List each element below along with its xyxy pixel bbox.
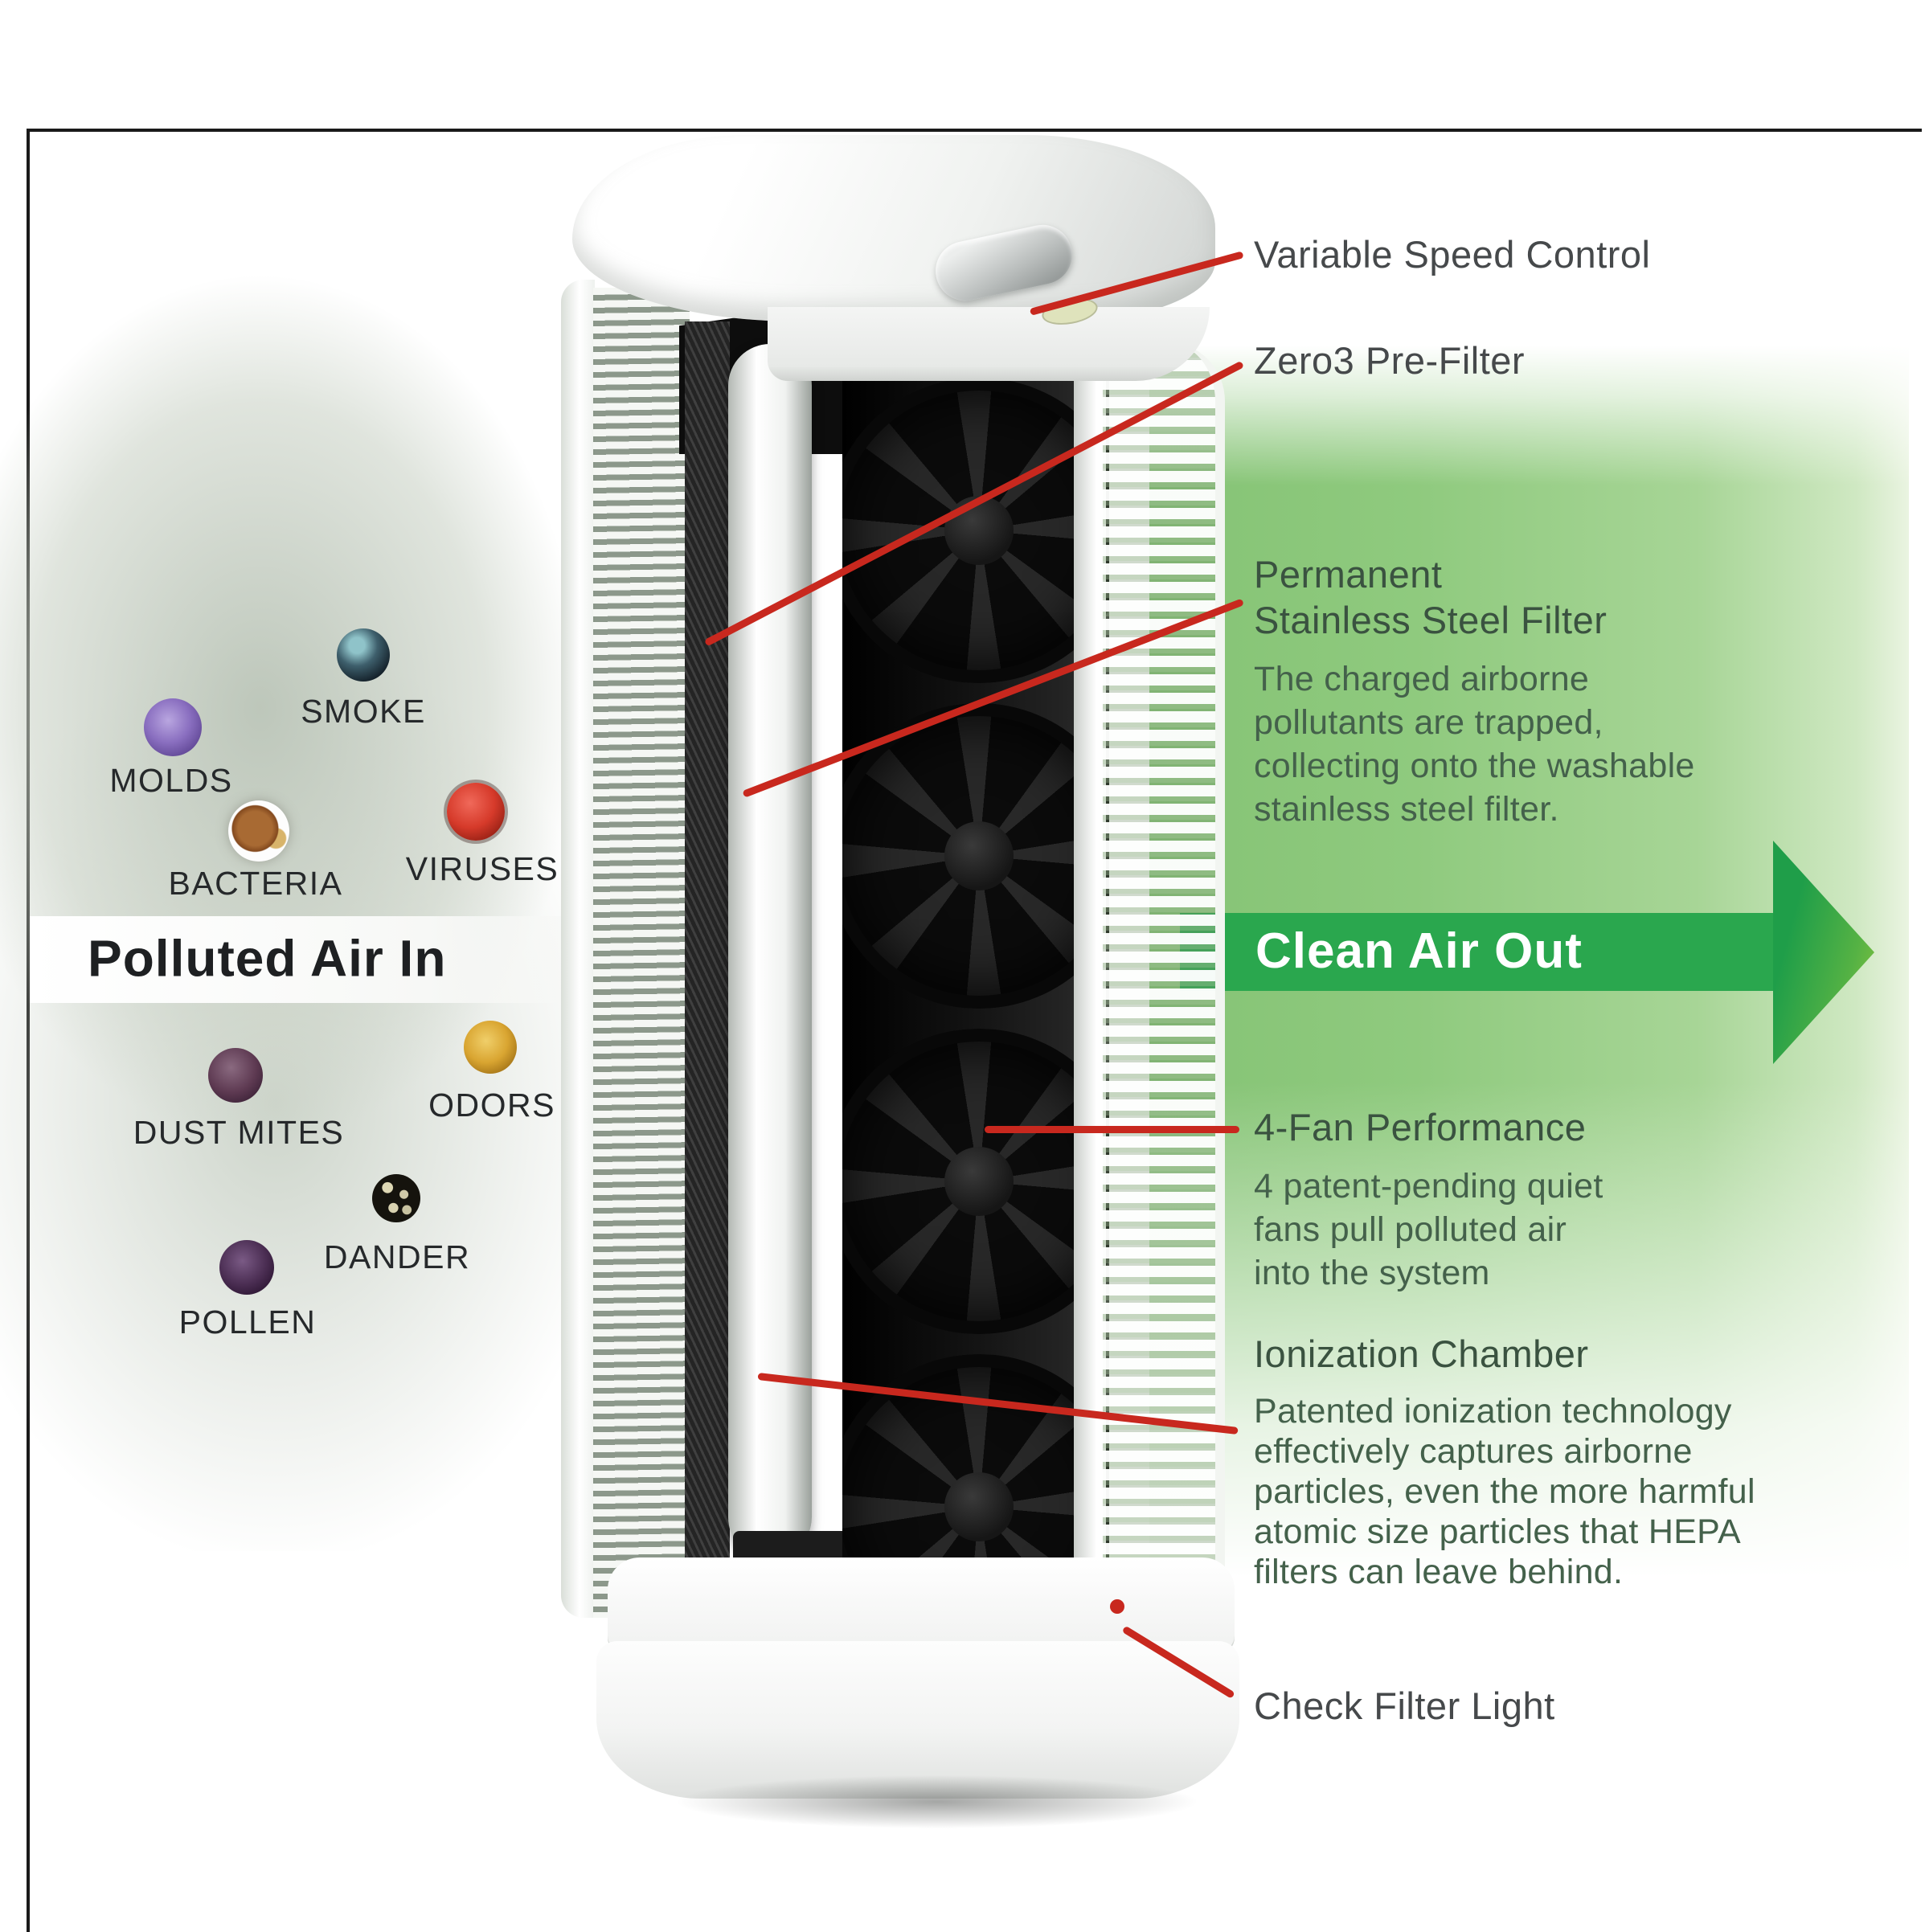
odors-particle-icon — [464, 1021, 517, 1074]
purifier-right-grille — [1103, 342, 1225, 1627]
bacteria-particle-icon — [228, 800, 289, 862]
callout-title: Variable Speed Control — [1254, 233, 1651, 276]
purifier-base — [596, 1641, 1239, 1799]
callout-ionization: Ionization Chamber Patented ionization t… — [1254, 1331, 1921, 1592]
viruses-particle-icon — [447, 783, 505, 841]
callout-title: Zero3 Pre-Filter — [1254, 339, 1526, 382]
purifier-ionization-tube — [728, 344, 812, 1559]
fan-icon — [842, 703, 1109, 1009]
leader-line-four-fan — [985, 1126, 1239, 1133]
purifier-top-neck — [768, 307, 1210, 381]
dander-particle-icon — [372, 1174, 420, 1222]
purifier-left-grille — [593, 288, 690, 1618]
clean-air-out-label: Clean Air Out — [1255, 923, 1583, 979]
purifier-left-rim — [561, 280, 595, 1618]
callout-title: Check Filter Light — [1254, 1684, 1555, 1727]
callout-variable-speed: Variable Speed Control — [1254, 231, 1921, 277]
pollutant-label-dander: DANDER — [323, 1238, 471, 1275]
polluted-air-in-band: Polluted Air In — [30, 916, 599, 1003]
check-filter-led-icon — [1110, 1599, 1124, 1614]
callout-zero3-pre-filter: Zero3 Pre-Filter — [1254, 338, 1921, 383]
purifier-pre-filter-mesh — [685, 321, 730, 1579]
callout-four-fan: 4-Fan Performance 4 patent-pending quiet… — [1254, 1104, 1921, 1295]
pollutant-label-odors: ODORS — [428, 1087, 555, 1124]
pollutant-label-dust-mites: DUST MITES — [133, 1114, 345, 1151]
purifier-top-cap — [572, 135, 1215, 321]
pollutant-label-viruses: VIRUSES — [405, 850, 559, 887]
molds-particle-icon — [144, 698, 202, 756]
pollutant-label-bacteria: BACTERIA — [168, 865, 343, 902]
pollutant-label-molds: MOLDS — [109, 762, 233, 799]
polluted-air-in-label: Polluted Air In — [88, 929, 447, 988]
floor-shadow — [575, 1765, 1299, 1839]
pollen-particle-icon — [219, 1240, 274, 1295]
purifier-right-pillar — [1074, 338, 1106, 1617]
callout-title: 4-Fan Performance — [1254, 1106, 1587, 1148]
clean-air-out-band: Clean Air Out — [1180, 913, 1776, 991]
callout-title: Ionization Chamber — [1254, 1332, 1589, 1375]
smoke-particle-icon — [337, 628, 390, 682]
pollutant-label-smoke: SMOKE — [301, 693, 426, 730]
pollutant-label-pollen: POLLEN — [178, 1304, 317, 1341]
fan-icon — [842, 1029, 1109, 1334]
callout-check-filter: Check Filter Light — [1254, 1683, 1921, 1729]
purifier-base-collar — [608, 1557, 1235, 1654]
dust-mites-particle-icon — [208, 1048, 263, 1103]
fan-icon — [842, 378, 1109, 683]
